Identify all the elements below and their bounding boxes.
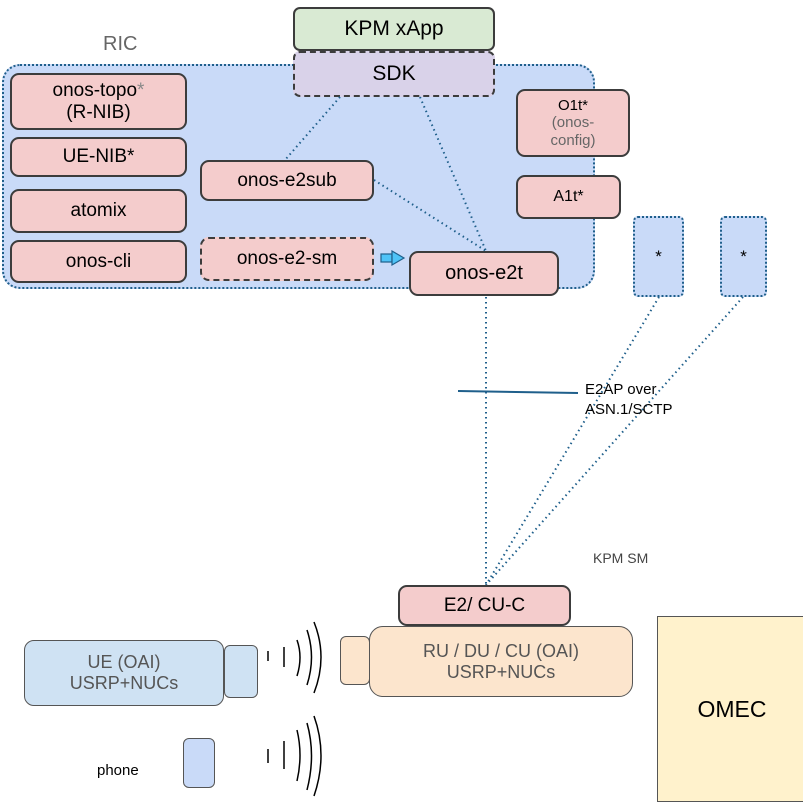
e2-cuc-box[interactable]: E2/ CU-C: [398, 585, 571, 626]
onos-e2sub-label: onos-e2sub: [237, 169, 337, 191]
link-extra2-e2: [485, 296, 744, 586]
o1t-label: O1t*: [557, 97, 588, 115]
interface-label: E2AP over ASN.1/SCTP: [585, 380, 673, 419]
sdk-label: SDK: [372, 61, 416, 85]
link-sdk-e2t: [419, 96, 487, 252]
link-extra1-e2: [485, 296, 660, 586]
onos-topo-star: *: [137, 79, 145, 101]
e2-cuc-label: E2/ CU-C: [443, 594, 526, 616]
ran-antenna: [340, 636, 370, 685]
onos-e2t-label: onos-e2t: [445, 262, 523, 284]
link-sdk-e2sub: [284, 96, 341, 161]
ue-line1: UE (OAI): [87, 652, 161, 673]
interface-line1: E2AP over: [585, 381, 657, 398]
onos-topo-sub: (R-NIB): [66, 101, 131, 123]
ran-line1: RU / DU / CU (OAI): [423, 640, 579, 661]
ric-label: RIC: [103, 33, 138, 55]
arrow-right-icon: [380, 249, 406, 267]
interface-divider: [457, 390, 579, 394]
o1t-box[interactable]: O1t* (onos- config): [516, 89, 630, 157]
ue-box[interactable]: UE (OAI) USRP+NUCs: [24, 640, 224, 706]
phone-radio-waves-icon: [267, 715, 322, 797]
phone-label: phone: [97, 762, 139, 779]
ue-nib-label: UE-NIB*: [62, 146, 135, 168]
extra-termination-2[interactable]: *: [720, 216, 767, 297]
kpm-sm-label: KPM SM: [593, 550, 649, 566]
onos-e2-sm-label: onos-e2-sm: [236, 248, 338, 270]
kpm-xapp-label: KPM xApp: [344, 16, 444, 40]
extra-termination-1-label: *: [655, 246, 662, 266]
ue-nib-box[interactable]: UE-NIB*: [10, 137, 187, 177]
onos-e2-sm-box[interactable]: onos-e2-sm: [200, 237, 374, 281]
ue-line2: USRP+NUCs: [69, 673, 179, 693]
extra-termination-2-label: *: [740, 246, 747, 266]
phone-icon[interactable]: [183, 738, 215, 788]
o1t-sub1: (onos-: [551, 114, 595, 132]
onos-e2sub-box[interactable]: onos-e2sub: [200, 160, 374, 201]
ran-box[interactable]: RU / DU / CU (OAI) USRP+NUCs: [369, 626, 633, 697]
a1t-box[interactable]: A1t*: [516, 175, 621, 219]
a1t-label: A1t*: [553, 187, 584, 205]
kpm-xapp-box[interactable]: KPM xApp: [293, 7, 495, 51]
sdk-box[interactable]: SDK: [293, 51, 495, 97]
o1t-sub2: config): [550, 131, 596, 149]
omec-label: OMEC: [697, 695, 767, 722]
onos-cli-box[interactable]: onos-cli: [10, 240, 187, 283]
ue-radio-waves-icon: [267, 621, 322, 694]
link-e2sub-e2t: [373, 179, 487, 252]
omec-box[interactable]: OMEC: [657, 616, 803, 802]
onos-cli-label: onos-cli: [65, 250, 132, 272]
onos-topo-title: onos-topo*: [53, 80, 145, 102]
atomix-label: atomix: [70, 200, 127, 222]
interface-line2: ASN.1/SCTP: [585, 400, 673, 418]
extra-termination-1[interactable]: *: [633, 216, 684, 297]
atomix-box[interactable]: atomix: [10, 189, 187, 233]
onos-e2t-box[interactable]: onos-e2t: [409, 251, 559, 296]
ue-antenna: [224, 645, 258, 698]
onos-topo-box[interactable]: onos-topo* (R-NIB): [10, 73, 187, 130]
ran-line2: USRP+NUCs: [446, 661, 556, 682]
onos-topo-name: onos-topo: [52, 79, 138, 101]
